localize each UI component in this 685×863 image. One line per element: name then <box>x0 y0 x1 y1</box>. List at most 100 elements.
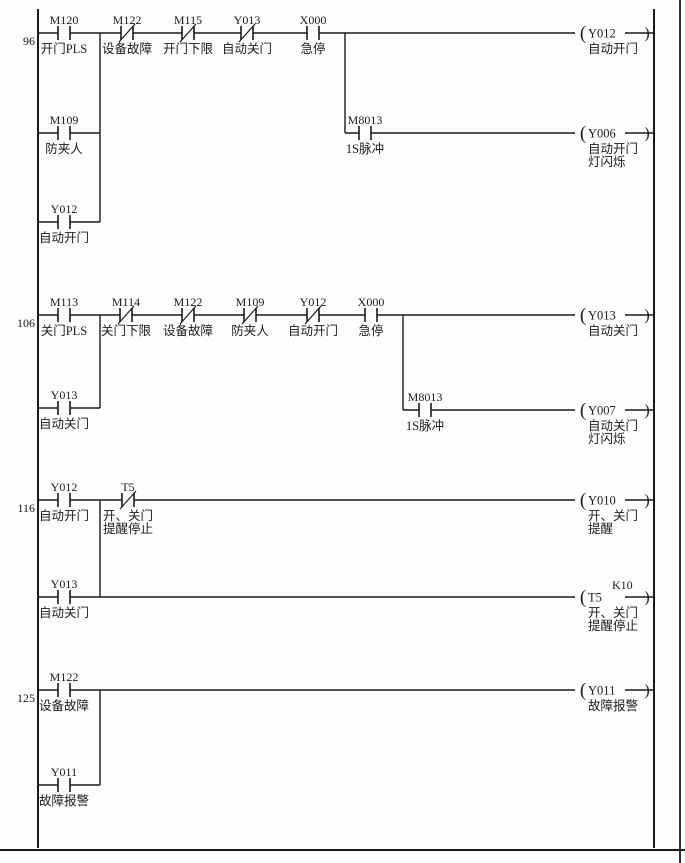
device-address: M115 <box>174 13 202 27</box>
contact-gap <box>419 402 431 418</box>
device-comment: 提醒 <box>588 521 614 536</box>
device-address: Y006 <box>588 127 616 141</box>
device-comment: 故障报警 <box>39 793 89 808</box>
device-address: Y011 <box>51 765 77 779</box>
coil-open-paren-icon: ( <box>580 587 586 608</box>
device-comment: 设备故障 <box>39 698 89 713</box>
device-address: M113 <box>50 295 78 309</box>
contact-gap <box>365 307 377 323</box>
coil-close-paren-icon: ) <box>644 307 649 324</box>
step-number: 106 <box>17 316 35 330</box>
device-comment: 灯闪烁 <box>588 155 626 169</box>
device-address: Y013 <box>51 577 78 591</box>
device-comment: 1S脉冲 <box>406 418 444 433</box>
normally-closed-slash <box>119 490 137 510</box>
device-comment: 自动开门 <box>588 41 638 56</box>
device-comment: 自动开门 <box>288 323 338 338</box>
device-comment: 提醒停止 <box>588 618 638 633</box>
coil-open-paren-icon: ( <box>580 400 586 421</box>
coil-Y012: (Y012)自动开门 <box>575 23 650 56</box>
device-comment: 开、关门 <box>588 605 638 620</box>
device-comment: 开、关门 <box>103 508 153 523</box>
device-comment: 关门PLS <box>41 323 88 338</box>
normally-closed-slash <box>179 305 197 325</box>
device-comment: 自动关门 <box>39 605 89 620</box>
device-address: Y010 <box>588 494 616 508</box>
contact-Y012: Y012 自动开门 <box>39 202 89 245</box>
device-address: Y012 <box>300 295 327 309</box>
normally-closed-slash <box>118 23 136 43</box>
normally-closed-slash <box>238 23 256 43</box>
device-address: Y013 <box>51 388 78 402</box>
contact-Y013: Y013 自动关门 <box>39 388 89 431</box>
contact-M109: M109 防夹人 <box>45 113 83 156</box>
device-address: Y011 <box>588 684 615 698</box>
contact-gap <box>58 589 70 605</box>
rung-96: 96M120开门PLSM122设备故障M115开门下限Y013自动关门X000急… <box>23 13 654 245</box>
coil-backing <box>575 306 625 324</box>
contact-gap <box>307 25 319 41</box>
coil-Y013: (Y013)自动关门 <box>575 305 650 338</box>
device-comment: 自动关门 <box>588 323 638 338</box>
normally-closed-slash <box>117 305 135 325</box>
device-comment: 自动开门 <box>39 230 89 245</box>
contact-Y013: Y013 自动关门 <box>222 13 272 56</box>
contact-gap <box>58 307 70 323</box>
device-comment: 提醒停止 <box>103 521 153 536</box>
device-comment: 自动关门 <box>222 41 272 56</box>
normally-closed-slash <box>304 305 322 325</box>
device-comment: 自动开门 <box>588 141 638 156</box>
device-address: Y012 <box>51 202 78 216</box>
device-comment: 急停 <box>358 323 383 338</box>
rung-116: 116Y012自动开门T5开、关门提醒停止Y013自动关门(Y010)开、关门提… <box>17 480 654 633</box>
device-address: X000 <box>358 295 385 309</box>
contact-Y012: Y012 自动开门 <box>39 480 89 523</box>
coil-open-paren-icon: ( <box>580 305 586 326</box>
device-address: M122 <box>174 295 203 309</box>
device-address: M114 <box>112 295 140 309</box>
device-comment: 1S脉冲 <box>346 141 384 156</box>
coil-backing <box>575 401 625 419</box>
device-address: M109 <box>50 113 79 127</box>
device-address: M120 <box>50 13 79 27</box>
coil-open-paren-icon: ( <box>580 23 586 44</box>
contact-M115: M115 开门下限 <box>163 13 214 56</box>
coil-close-paren-icon: ) <box>644 589 649 606</box>
device-address: Y012 <box>51 480 78 494</box>
device-address: T5 <box>588 591 602 605</box>
step-number: 125 <box>17 691 35 705</box>
device-comment: 开、关门 <box>588 508 638 523</box>
device-address: Y012 <box>588 27 616 41</box>
coil-Y011: (Y011)故障报警 <box>575 680 650 713</box>
device-comment: 防夹人 <box>45 141 83 156</box>
coil-backing <box>575 681 625 699</box>
device-comment: 故障报警 <box>588 698 638 713</box>
contact-M120: M120 开门PLS <box>41 13 88 56</box>
contact-Y013: Y013 自动关门 <box>39 577 89 620</box>
device-comment: 开门下限 <box>163 41 214 56</box>
device-address: M109 <box>236 295 265 309</box>
device-address: M122 <box>113 13 142 27</box>
device-comment: 设备故障 <box>102 41 152 56</box>
coil-close-paren-icon: ) <box>644 492 649 509</box>
device-address: X000 <box>300 13 327 27</box>
contact-gap <box>58 777 70 793</box>
device-comment: 开门PLS <box>41 41 88 56</box>
device-comment: 自动开门 <box>39 508 89 523</box>
step-number: 96 <box>23 34 35 48</box>
step-number: 116 <box>17 501 35 515</box>
device-address: T5 <box>121 480 134 494</box>
contact-gap <box>58 214 70 230</box>
device-address: Y013 <box>234 13 261 27</box>
device-comment: 自动关门 <box>39 416 89 431</box>
